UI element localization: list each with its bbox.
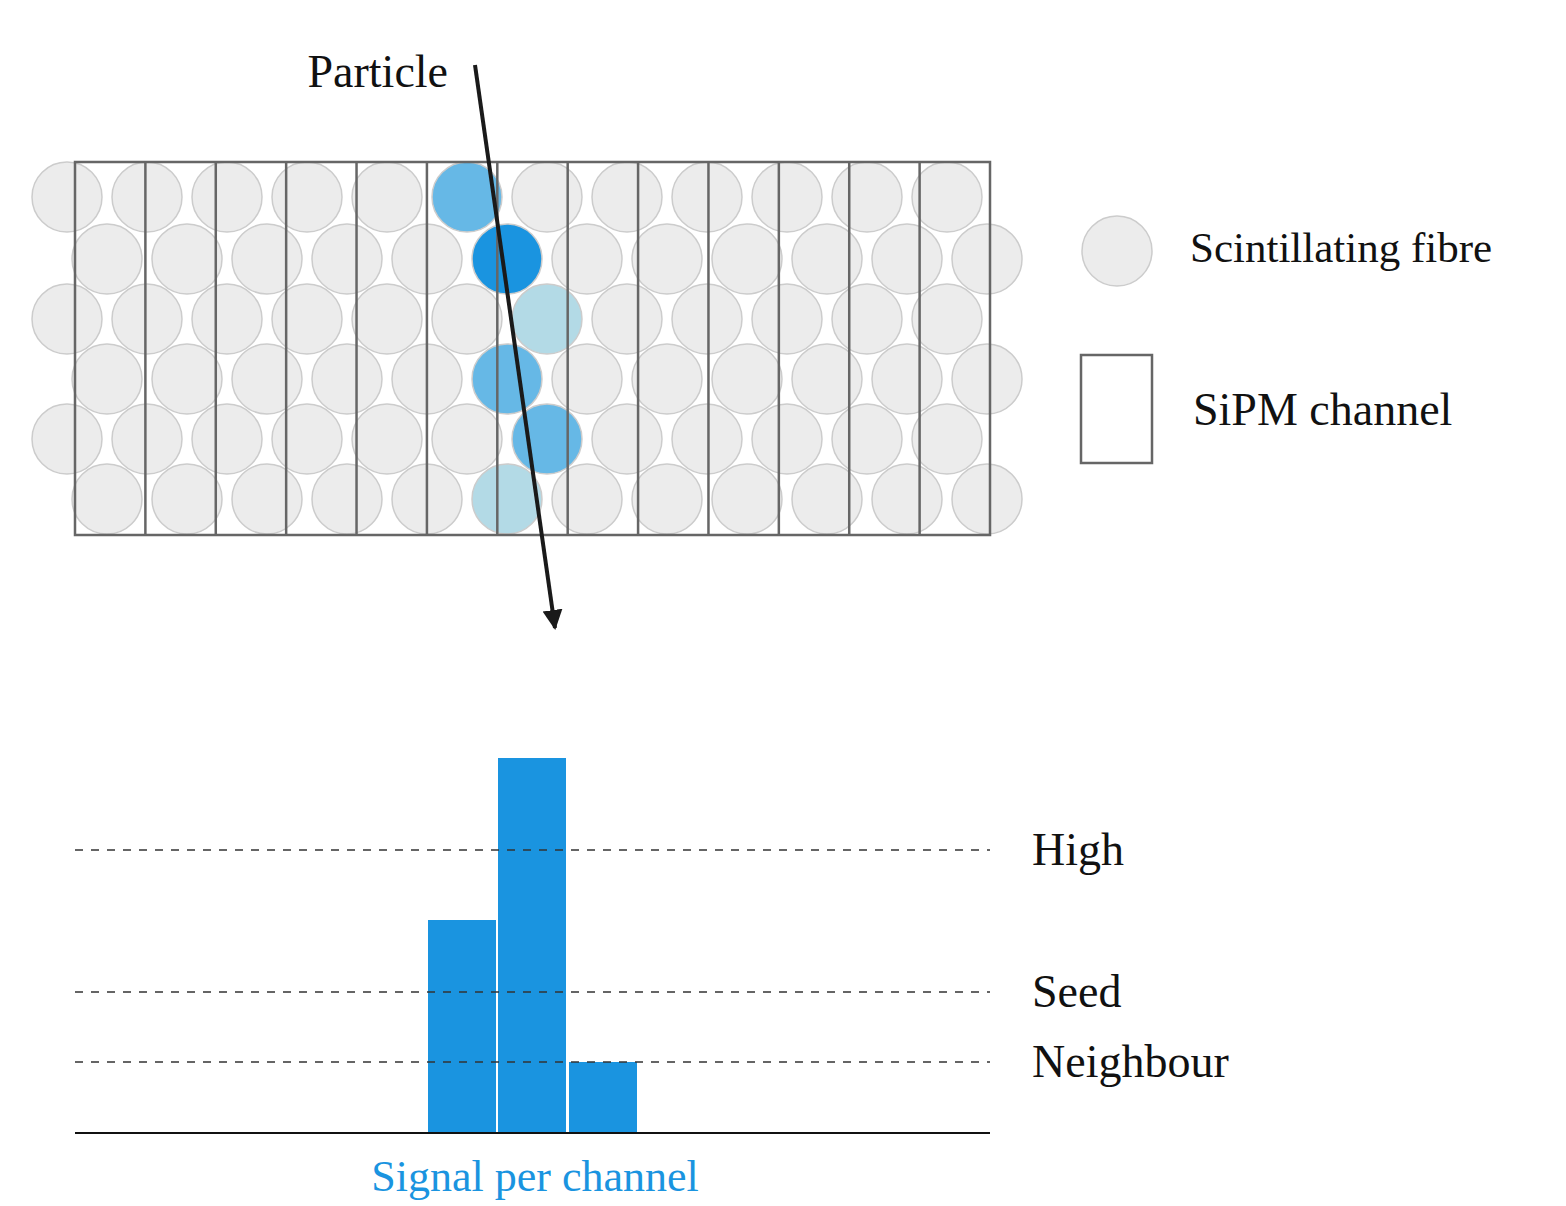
fibre xyxy=(792,344,862,414)
fibre xyxy=(192,284,262,354)
fibre xyxy=(512,162,582,232)
fibre xyxy=(832,162,902,232)
fibre xyxy=(912,162,982,232)
fibre xyxy=(592,284,662,354)
legend-text: SiPM channel xyxy=(1193,384,1452,437)
fibre xyxy=(712,464,782,534)
fibre xyxy=(432,284,502,354)
fibre xyxy=(552,464,622,534)
fibre xyxy=(672,404,742,474)
fibre xyxy=(672,284,742,354)
fibre xyxy=(632,464,702,534)
channel-divider xyxy=(918,162,921,535)
fibre xyxy=(152,224,222,294)
track-label: Particle xyxy=(308,46,449,99)
channel-divider xyxy=(285,162,288,535)
fibre xyxy=(272,404,342,474)
fibre xyxy=(312,464,382,534)
fibre xyxy=(152,464,222,534)
fibre xyxy=(232,224,302,294)
fibre xyxy=(552,344,622,414)
fibre xyxy=(792,224,862,294)
fibre xyxy=(512,284,582,354)
fibre xyxy=(952,344,1022,414)
fibre xyxy=(952,224,1022,294)
fibre xyxy=(712,224,782,294)
fibre xyxy=(832,404,902,474)
signal-bars xyxy=(428,758,637,1133)
fibre xyxy=(72,464,142,534)
fibre xyxy=(952,464,1022,534)
fibre xyxy=(872,344,942,414)
thresholds xyxy=(75,850,990,1062)
threshold-line xyxy=(75,1061,990,1063)
bar xyxy=(428,920,496,1133)
fibre xyxy=(232,464,302,534)
threshold-label: Seed xyxy=(1032,966,1121,1019)
channel-divider xyxy=(566,162,569,535)
fibre xyxy=(72,344,142,414)
fibre xyxy=(872,464,942,534)
fibre xyxy=(712,344,782,414)
baseline xyxy=(75,1132,990,1134)
fibre xyxy=(312,224,382,294)
fibre xyxy=(872,224,942,294)
fibre xyxy=(472,344,542,414)
fibre xyxy=(752,284,822,354)
fibre xyxy=(432,404,502,474)
fibre xyxy=(272,162,342,232)
fibre xyxy=(152,344,222,414)
fibre xyxy=(352,284,422,354)
fibre xyxy=(792,464,862,534)
fibre xyxy=(72,224,142,294)
fibre xyxy=(832,284,902,354)
fibre xyxy=(632,344,702,414)
particle-track xyxy=(475,65,555,628)
channel-divider xyxy=(637,162,640,535)
legend-text: Scintillating fibre xyxy=(1190,223,1492,272)
fibre xyxy=(552,224,622,294)
threshold-line xyxy=(75,849,990,851)
channel-divider xyxy=(355,162,358,535)
fibre xyxy=(912,284,982,354)
fibre xyxy=(672,162,742,232)
channel-divider xyxy=(144,162,147,535)
fibre xyxy=(912,404,982,474)
bar xyxy=(498,758,566,1133)
channel-swatch xyxy=(1081,355,1152,463)
fibre xyxy=(592,404,662,474)
threshold-label: High xyxy=(1032,824,1124,877)
fibre xyxy=(232,344,302,414)
fibre xyxy=(752,162,822,232)
threshold-label: Neighbour xyxy=(1032,1036,1229,1089)
fibre xyxy=(272,284,342,354)
fibre xyxy=(32,404,102,474)
fibre xyxy=(112,284,182,354)
fibre-mat xyxy=(32,162,1022,534)
bar xyxy=(569,1062,637,1133)
channel-divider xyxy=(215,162,218,535)
fibre xyxy=(512,404,582,474)
channel-divider xyxy=(778,162,781,535)
fibre xyxy=(192,162,262,232)
channel-divider xyxy=(848,162,851,535)
fibre xyxy=(32,284,102,354)
fibre xyxy=(592,162,662,232)
channel-divider xyxy=(426,162,429,535)
fibre xyxy=(312,344,382,414)
fibre xyxy=(752,404,822,474)
fibre xyxy=(632,224,702,294)
fibre xyxy=(352,404,422,474)
threshold-line xyxy=(75,991,990,993)
fibre xyxy=(112,162,182,232)
fibre xyxy=(32,162,102,232)
fibre xyxy=(112,404,182,474)
channel-divider xyxy=(707,162,710,535)
fibre-swatch xyxy=(1082,216,1152,286)
fibre xyxy=(352,162,422,232)
fibre xyxy=(192,404,262,474)
axis-label: Signal per channel xyxy=(371,1152,698,1203)
